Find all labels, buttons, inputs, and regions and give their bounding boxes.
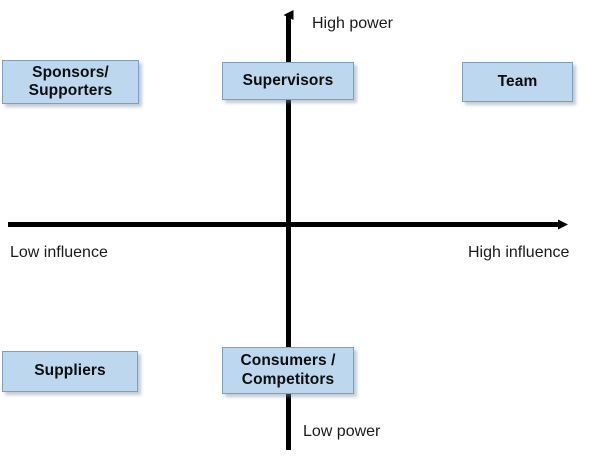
- stakeholder-label-line1: Sponsors/: [32, 63, 109, 81]
- stakeholder-box-label: Suppliers: [34, 362, 106, 380]
- axis-label-high-power: High power: [312, 15, 393, 32]
- stakeholder-label-line1: Consumers /: [240, 352, 336, 370]
- stakeholder-label-line2: Supporters: [28, 82, 113, 99]
- stakeholder-label-line1: Suppliers: [34, 362, 106, 380]
- stakeholder-box-consumers-competitors[interactable]: Consumers / Competitors: [222, 347, 354, 394]
- stakeholder-label-line2: Competitors: [241, 370, 335, 388]
- stakeholder-box-team[interactable]: Team: [462, 62, 573, 102]
- stakeholder-box-suppliers[interactable]: Suppliers: [2, 351, 138, 392]
- stakeholder-box-label: Sponsors/ Supporters: [29, 64, 113, 101]
- stakeholder-box-sponsors-supporters[interactable]: Sponsors/ Supporters: [2, 60, 139, 104]
- stakeholder-label-line1: Team: [497, 72, 538, 90]
- axis-label-low-power: Low power: [303, 423, 381, 440]
- stakeholder-box-supervisors[interactable]: Supervisors: [222, 62, 354, 100]
- stakeholder-box-label: Supervisors: [243, 72, 334, 90]
- stakeholder-box-label: Consumers / Competitors: [241, 352, 336, 389]
- stakeholder-box-label: Team: [498, 73, 538, 91]
- stakeholder-label-line1: Supervisors: [242, 71, 334, 89]
- axis-label-high-influence: High influence: [468, 244, 570, 261]
- axis-label-low-influence: Low influence: [10, 244, 108, 261]
